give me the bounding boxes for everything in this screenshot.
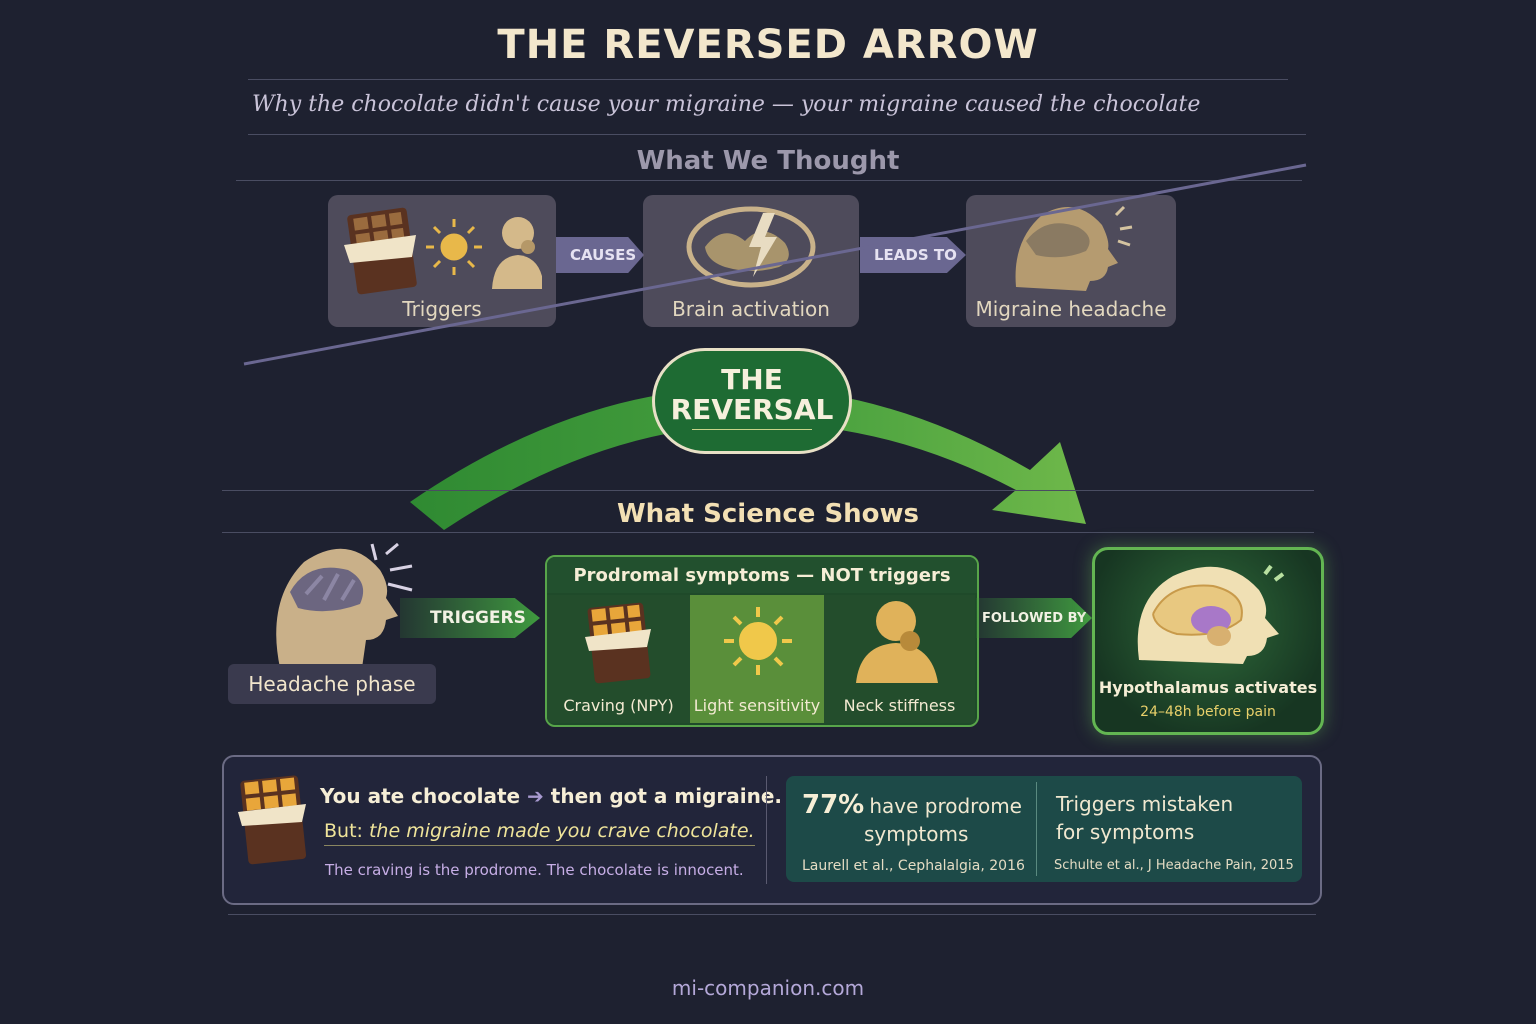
triggers-arrow: TRIGGERS — [400, 598, 540, 638]
sun-icon — [724, 607, 792, 675]
old-triggers-box: Triggers — [328, 195, 556, 327]
stat1: 77% have prodrome — [802, 790, 1022, 820]
stat1-text-a: have prodrome — [869, 794, 1022, 818]
stats-panel: 77% have prodrome symptoms Laurell et al… — [786, 776, 1302, 882]
chocolate-icon — [344, 207, 417, 295]
migraine-headache-label: Migraine headache — [975, 297, 1167, 321]
badge-underline — [692, 429, 812, 430]
divider — [236, 180, 1302, 181]
triggers-icon-group — [344, 207, 542, 295]
stat2-text-b: for symptoms — [1056, 820, 1195, 844]
divider — [1036, 782, 1037, 876]
reversal-line2: REVERSAL — [670, 393, 834, 426]
headache-head-icon — [276, 542, 413, 668]
stat1-value: 77% — [802, 790, 865, 820]
reversal-badge: THE REVERSAL — [652, 348, 852, 454]
symptom-neck-label: Neck stiffness — [843, 696, 956, 715]
brain-lightning-icon — [686, 206, 816, 288]
craving-cell: Craving (NPY) — [547, 595, 690, 723]
sun-icon — [426, 219, 482, 275]
stat2-text-a: Triggers mistaken — [1056, 792, 1234, 816]
person-neck-icon — [856, 601, 938, 683]
leads-to-arrow-label: LEADS TO — [874, 246, 957, 264]
page-title: THE REVERSED ARROW — [497, 22, 1039, 68]
divider — [228, 914, 1316, 915]
summary-line2-b: the migraine made you crave chocolate. — [368, 820, 755, 842]
neck-stiffness-cell: Neck stiffness — [824, 595, 975, 723]
prodromal-panel: Prodromal symptoms — NOT triggers Cravin… — [545, 555, 979, 727]
causes-arrow-label: CAUSES — [570, 246, 637, 264]
summary-line3: The craving is the prodrome. The chocola… — [325, 861, 744, 879]
stat1-citation: Laurell et al., Cephalalgia, 2016 — [802, 858, 1025, 874]
summary-line2-a: But: — [324, 820, 363, 842]
hypothalamus-label: Hypothalamus activates — [1098, 678, 1318, 697]
brain-activation-label: Brain activation — [672, 297, 830, 321]
followed-by-arrow-label: FOLLOWED BY — [982, 610, 1087, 626]
summary-line1-b: then got a migraine. — [550, 784, 783, 808]
new-model-heading: What Science Shows — [616, 499, 920, 529]
divider — [248, 79, 1288, 80]
stat1-text-b: symptoms — [864, 822, 969, 846]
prodromal-title: Prodromal symptoms — NOT triggers — [547, 557, 977, 593]
followed-by-arrow: FOLLOWED BY — [976, 598, 1092, 638]
triggers-arrow-label: TRIGGERS — [430, 608, 526, 628]
page-subtitle: Why the chocolate didn't cause your migr… — [252, 92, 1201, 117]
summary-line2: But: the migraine made you crave chocola… — [324, 820, 755, 846]
summary-line1: You ate chocolate ➔ then got a migraine. — [320, 784, 782, 808]
old-model-heading: What We Thought — [636, 146, 900, 176]
footer-site[interactable]: mi-companion.com — [671, 976, 865, 1000]
triggers-label: Triggers — [402, 297, 482, 321]
chocolate-icon — [238, 775, 307, 865]
divider — [222, 532, 1314, 533]
stat2-citation: Schulte et al., J Headache Pain, 2015 — [1054, 858, 1294, 873]
leads-to-arrow: LEADS TO — [860, 237, 966, 273]
causes-arrow: CAUSES — [556, 237, 644, 273]
light-sensitivity-cell: Light sensitivity — [690, 595, 824, 723]
divider — [248, 134, 1306, 135]
arrow-right-icon: ➔ — [527, 784, 544, 808]
divider — [766, 776, 767, 884]
old-migraine-box: Migraine headache — [966, 195, 1176, 327]
hypothalamus-timing: 24–48h before pain — [1140, 704, 1276, 720]
brain-hypothalamus-icon — [1137, 564, 1285, 664]
strike-through-line — [243, 163, 1307, 366]
hypothalamus-panel: Hypothalamus activates 24–48h before pai… — [1092, 547, 1324, 735]
summary-line1-a: You ate chocolate — [320, 784, 521, 808]
chocolate-icon — [585, 602, 651, 684]
head-pain-icon — [1015, 205, 1133, 291]
divider — [222, 490, 1314, 491]
symptom-light-label: Light sensitivity — [693, 696, 821, 715]
reversal-arrow — [410, 387, 1086, 530]
headache-phase-label: Headache phase — [228, 664, 436, 704]
old-brain-box: Brain activation — [643, 195, 859, 327]
person-neck-icon — [492, 217, 542, 289]
reversal-line1: THE — [721, 363, 783, 396]
symptom-craving-label: Craving (NPY) — [563, 696, 674, 715]
